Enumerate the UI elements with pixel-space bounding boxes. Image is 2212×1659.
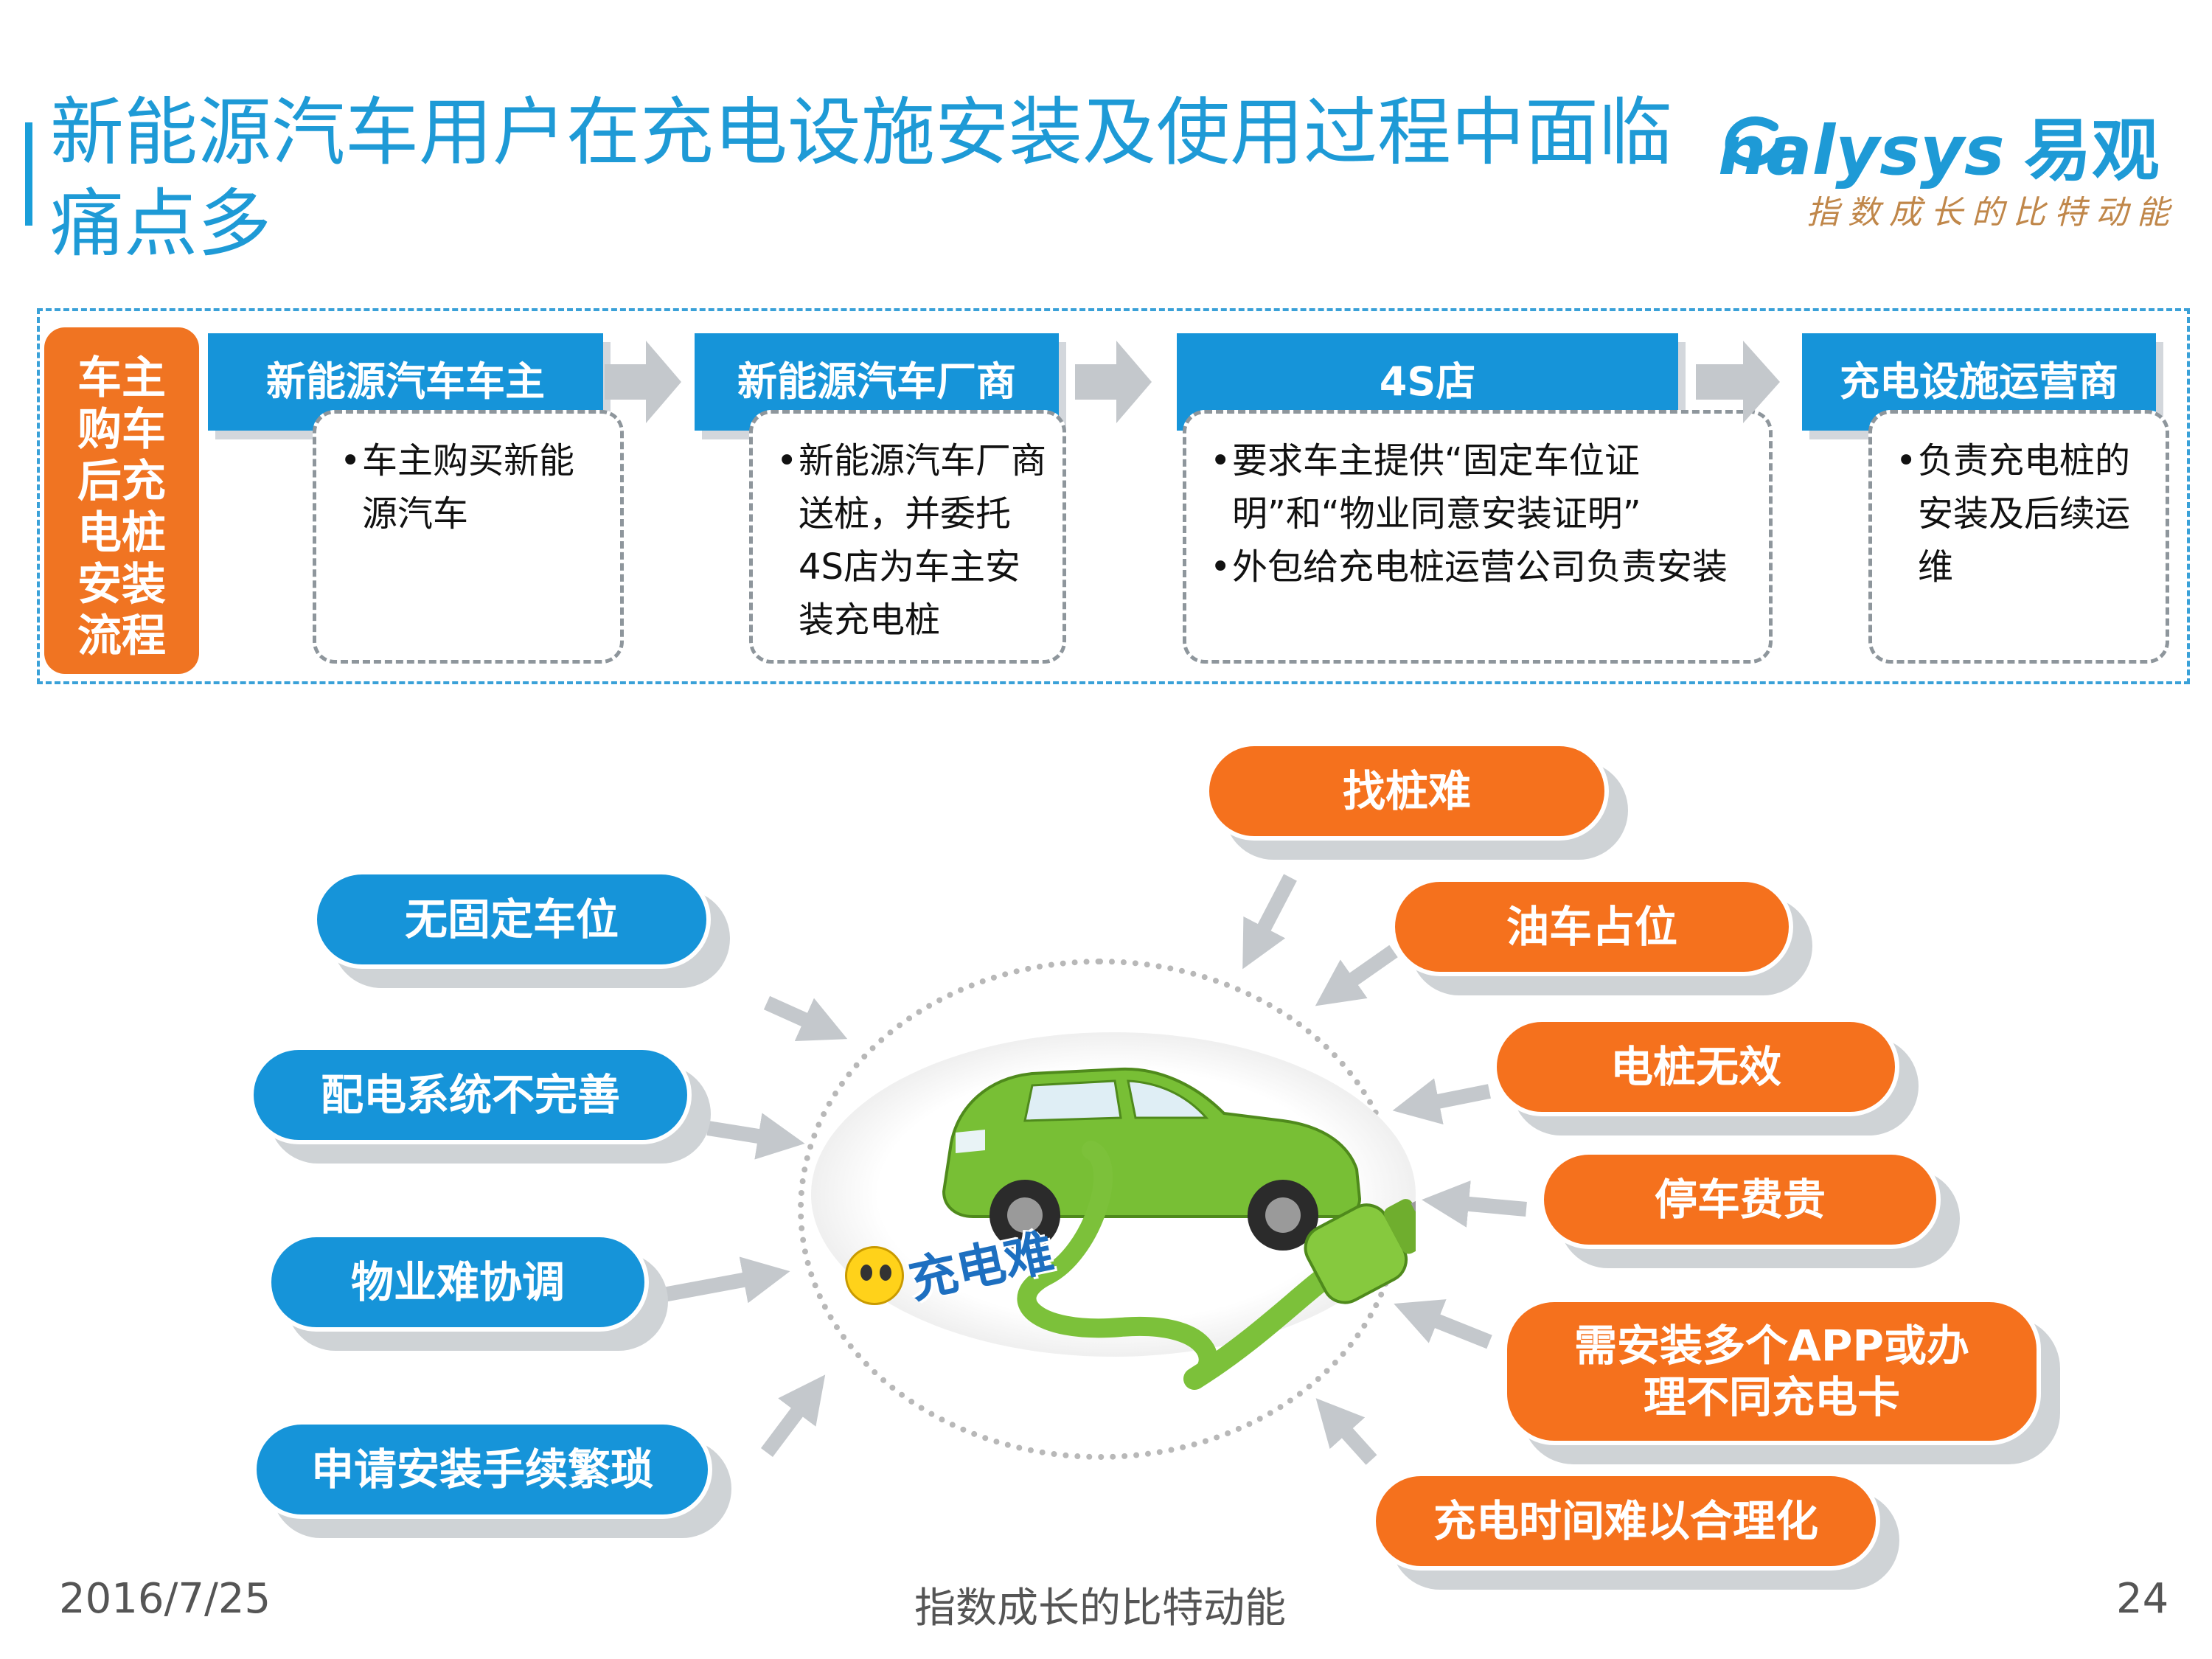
arrow-right-2 <box>1315 945 1398 1006</box>
footer-date: 2016/7/25 <box>59 1575 271 1623</box>
pain-point-label: 停车费贵 <box>1654 1175 1826 1225</box>
pain-point-pill: 申请安装手续繁琐 <box>252 1420 712 1519</box>
pain-point-label: 申请安装手续繁琐 <box>310 1444 653 1495</box>
step-title-owner: 新能源汽车车主 <box>208 333 603 431</box>
process-arrow-icon <box>1696 341 1780 423</box>
footer-tagline: 指数成长的比特动能 <box>914 1585 1286 1632</box>
pain-point-label: 电桩无效 <box>1610 1042 1781 1092</box>
process-panel <box>37 308 2190 684</box>
process-label: 车主 购车 后充 电桩 安装 流程 <box>44 327 199 674</box>
step-box-manufacturer: 新能源汽车厂商送桩，并委托4S店为车主安装充电桩 <box>749 410 1066 664</box>
process-label-line: 后充 <box>77 456 166 507</box>
arrow-right-6 <box>1315 1398 1377 1465</box>
title-accent-bar <box>25 122 32 226</box>
logo-a-swirl-icon <box>1725 116 1786 170</box>
pain-point-pill: 油车占位 <box>1391 877 1793 976</box>
process-label-line: 电桩 <box>77 507 166 559</box>
arrow-left-3 <box>662 1256 790 1304</box>
step-bullet: 负责充电桩的安装及后续运维 <box>1896 434 2151 594</box>
step-box-operator: 负责充电桩的安装及后续运维 <box>1868 410 2169 664</box>
arrow-right-4 <box>1422 1180 1527 1228</box>
pain-point-pill: 电桩无效 <box>1492 1018 1899 1116</box>
pain-point-label: 充电时间难以合理化 <box>1433 1496 1818 1546</box>
arrow-left-2 <box>706 1113 805 1160</box>
pain-point-label: 找桩难 <box>1342 766 1471 816</box>
step-bullet: 要求车主提供“固定车位证明”和“物业同意安装证明” <box>1210 434 1754 540</box>
process-arrow-icon <box>1075 341 1152 423</box>
process-label-line: 购车 <box>77 404 166 456</box>
arrow-left-4 <box>761 1374 826 1457</box>
arrow-right-5 <box>1394 1299 1492 1349</box>
arrow-left-1 <box>763 995 848 1042</box>
pain-point-pill: 物业难协调 <box>267 1233 649 1332</box>
pain-point-label: 物业难协调 <box>350 1257 565 1307</box>
process-label-line: 流程 <box>77 611 166 662</box>
pain-point-pill: 找桩难 <box>1205 742 1609 841</box>
pain-point-label: 无固定车位 <box>404 894 619 945</box>
step-bullet: 新能源汽车厂商送桩，并委托4S店为车主安装充电桩 <box>776 434 1048 647</box>
step-bullet: 外包给充电桩运营公司负责安装 <box>1210 540 1754 594</box>
page-number: 24 <box>2116 1575 2169 1623</box>
pain-point-pill: 无固定车位 <box>313 870 711 969</box>
step-title-operator: 充电设施运营商 <box>1802 333 2156 431</box>
pain-point-pill: 停车费贵 <box>1540 1150 1941 1249</box>
pain-point-pill: 需安装多个APP或办理不同充电卡 <box>1503 1298 2041 1445</box>
logo-tagline: 指数成长的比特动能 <box>1806 194 2178 232</box>
pain-point-label: 配电系统不完善 <box>320 1070 620 1120</box>
step-box-4s-store: 要求车主提供“固定车位证明”和“物业同意安装证明” 外包给充电桩运营公司负责安装 <box>1183 410 1773 664</box>
process-label-line: 车主 <box>77 352 166 404</box>
page-title: 新能源汽车用户在充电设施安装及使用过程中面临痛点多 <box>50 89 1672 267</box>
pain-point-pill: 配电系统不完善 <box>249 1046 692 1144</box>
arrow-right-1 <box>1242 874 1297 970</box>
pain-point-label: 需安装多个APP或办理不同充电卡 <box>1574 1321 1969 1422</box>
worried-face-icon <box>845 1246 904 1305</box>
process-arrow-icon <box>605 341 681 423</box>
green-car-plug-icon <box>942 1067 1416 1390</box>
process-label-line: 安装 <box>77 559 166 611</box>
arrow-right-3 <box>1392 1078 1491 1125</box>
pain-point-label: 油车占位 <box>1506 902 1677 952</box>
step-bullet: 车主购买新能源汽车 <box>340 434 605 540</box>
logo-brand-cn: 易观 <box>2023 111 2160 190</box>
step-box-owner: 车主购买新能源汽车 <box>313 410 624 664</box>
pain-point-pill: 充电时间难以合理化 <box>1371 1472 1880 1571</box>
